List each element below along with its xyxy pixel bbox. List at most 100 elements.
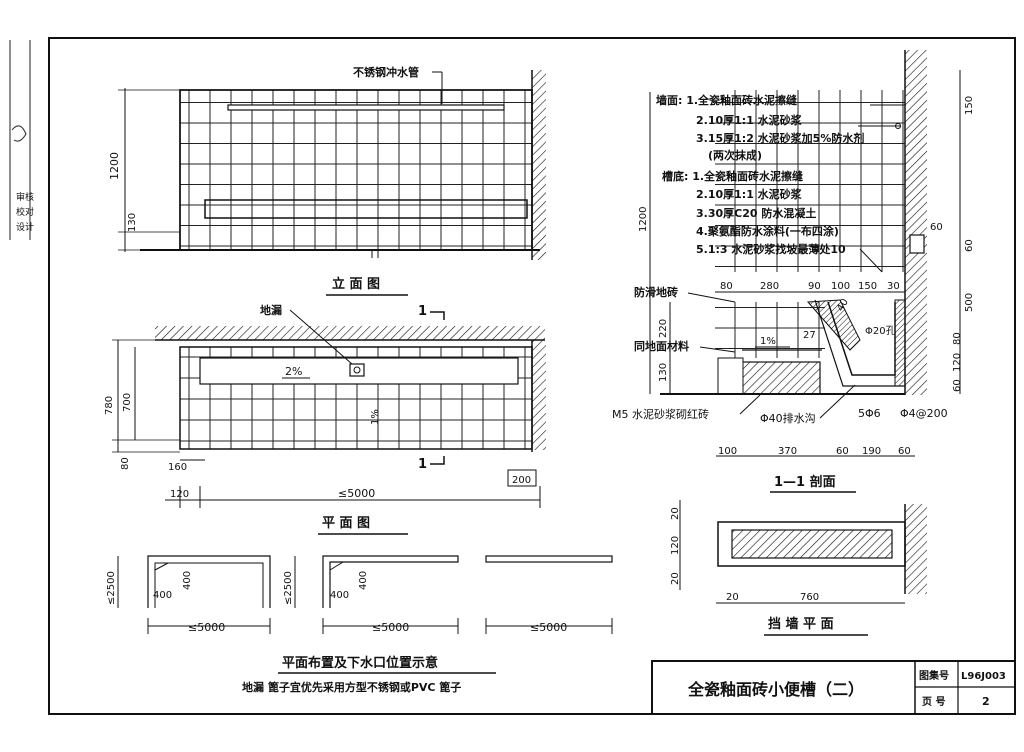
page-label: 页 号 xyxy=(922,696,945,708)
drain-label: 地漏 xyxy=(260,303,282,317)
signature-mark xyxy=(11,125,27,142)
layout-1-dim-400-v: 400 xyxy=(182,571,193,590)
section-dim-bottom-60b: 60 xyxy=(898,446,911,457)
sheet-frame xyxy=(48,37,1016,715)
section-slope: 1% xyxy=(760,336,776,347)
section-wall xyxy=(905,50,927,395)
layout-scheme-3 xyxy=(485,555,613,563)
side-label-review: 审核 xyxy=(16,191,34,203)
layout-note: 地漏 篦子宜优先采用方型不锈钢或PVC 篦子 xyxy=(242,680,461,694)
section-dim-bottom-370: 370 xyxy=(778,446,797,457)
wall-note-3: 3.15厚1:2 水泥砂浆加5%防水剂 xyxy=(696,131,864,145)
plan-dim-700: 700 xyxy=(122,393,133,412)
page-number: 2 xyxy=(982,695,990,708)
hole-label: Φ20孔 xyxy=(865,325,896,337)
rebar-b-label: Φ4@200 xyxy=(900,407,948,420)
elevation-dim-base: 130 xyxy=(127,213,138,232)
rebar-a-label: 5Φ6 xyxy=(858,407,881,420)
section-dim-27: 27 xyxy=(803,330,816,341)
trough-note-4: 4.聚氨酯防水涂料(一布四涂) xyxy=(696,224,839,238)
plan-dim-160: 160 xyxy=(168,462,187,473)
layout-2-dim-5000: ≤5000 xyxy=(372,621,409,634)
section-dim-bottom-60a: 60 xyxy=(836,446,849,457)
tile-label: 防滑地砖 xyxy=(634,285,678,299)
pipe-label: 不锈钢冲水管 xyxy=(353,65,419,79)
retaining-wall-body xyxy=(731,529,893,559)
rw-dim-left-20b: 20 xyxy=(670,572,681,585)
section-dim-right-60c: 60 xyxy=(952,379,963,392)
side-label-check: 校对 xyxy=(16,206,34,218)
section-tile-grid xyxy=(715,90,905,272)
retaining-wall-view: 20 120 20 20 760 挡 墙 平 面 xyxy=(670,500,927,636)
layout-1-dim-5000: ≤5000 xyxy=(188,621,225,634)
trough-note-1: 槽底: 1.全瓷釉面砖水泥擦缝 xyxy=(662,169,803,183)
rw-dim-left-20a: 20 xyxy=(670,507,681,520)
trough-note-3: 3.30厚C20 防水混凝土 xyxy=(696,206,816,220)
plan-dim-80: 80 xyxy=(120,457,131,470)
layout-schemes: ≤2500 400 400 ≤5000 ≤2500 400 400 ≤5000 … xyxy=(106,555,613,694)
drawing-title: 全瓷釉面砖小便槽（二） xyxy=(687,680,864,699)
plan-dim-780: 780 xyxy=(104,396,115,415)
cut-mark-top: 1 xyxy=(418,304,427,319)
section-dim-top-30: 30 xyxy=(887,281,900,292)
section-dim-right-60a: 60 xyxy=(930,222,943,233)
wall-note-4: (两次抹成) xyxy=(708,148,762,162)
section-view: 1% 墙面: 1.全瓷釉面砖水泥擦缝 2.10厚1:1 水泥砂浆 3.15厚1:… xyxy=(612,50,975,493)
section-dim-right-80: 80 xyxy=(952,332,963,345)
section-dim-right-60b: 60 xyxy=(964,239,975,252)
section-dim-left-130: 130 xyxy=(658,363,669,382)
plan-slope-main: 2% xyxy=(285,365,302,378)
wall-note-2: 2.10厚1:1 水泥砂浆 xyxy=(696,113,803,127)
layout-1-dim-2500: ≤2500 xyxy=(106,571,117,605)
plan-slope-side: 1% xyxy=(370,409,381,425)
elevation-title: 立 面 图 xyxy=(332,276,380,292)
section-dim-right-120: 120 xyxy=(952,353,963,372)
section-dim-left-220: 220 xyxy=(658,319,669,338)
flush-pipe xyxy=(227,104,505,111)
elevation-dim-height: 1200 xyxy=(108,152,121,180)
plan-wall-right xyxy=(532,340,546,450)
elevation-wall xyxy=(532,70,546,260)
elevation-tile-wall xyxy=(179,89,533,251)
trough-note-5: 5.1:3 水泥砂浆找坡最薄处10 xyxy=(696,242,846,256)
section-dim-top-80: 80 xyxy=(720,281,733,292)
trough-note-2: 2.10厚1:1 水泥砂浆 xyxy=(696,187,803,201)
title-block: 全瓷釉面砖小便槽（二） 图集号 L96J003 页 号 2 xyxy=(651,660,1016,715)
rw-dim-760: 760 xyxy=(800,592,819,603)
layout-scheme-1 xyxy=(147,555,271,608)
rw-dim-left-120: 120 xyxy=(670,536,681,555)
layout-2-dim-400-h: 400 xyxy=(330,590,349,601)
layout-title: 平面布置及下水口位置示意 xyxy=(282,655,438,671)
layout-3-dim-5000: ≤5000 xyxy=(530,621,567,634)
plan-wall-top xyxy=(155,326,545,340)
layout-2-dim-400-v: 400 xyxy=(358,571,369,590)
retaining-wall-title: 挡 墙 平 面 xyxy=(768,616,834,632)
plan-view: 地漏 2% 1% 1 1 780 700 80 160 120 ≤5000 20… xyxy=(104,303,546,535)
atlas-label: 图集号 xyxy=(919,669,949,682)
section-dim-top-280: 280 xyxy=(760,281,779,292)
brick-curb xyxy=(739,361,821,395)
section-dim-bottom-100: 100 xyxy=(718,446,737,457)
trough-ledge xyxy=(204,199,528,219)
floor-label: 同地面材料 xyxy=(634,339,689,353)
section-dim-right-150: 150 xyxy=(964,96,975,115)
cut-mark-bottom: 1 xyxy=(418,457,427,472)
layout-2-dim-2500: ≤2500 xyxy=(283,571,294,605)
brick-label: M5 水泥砂浆砌红砖 xyxy=(612,407,709,421)
layout-1-dim-400-h: 400 xyxy=(153,590,172,601)
section-dim-bottom-190: 190 xyxy=(862,446,881,457)
elevation-view: 不锈钢冲水管 1200 130 立 面 图 xyxy=(108,65,546,296)
section-dim-top-100: 100 xyxy=(831,281,850,292)
side-label-design: 设计 xyxy=(16,221,34,233)
section-dim-top-150: 150 xyxy=(858,281,877,292)
wall-note-1: 墙面: 1.全瓷釉面砖水泥擦缝 xyxy=(656,93,797,107)
plan-title: 平 面 图 xyxy=(322,516,370,531)
section-dim-left-1200: 1200 xyxy=(638,207,649,232)
atlas-number: L96J003 xyxy=(961,671,1006,682)
section-dim-right-500: 500 xyxy=(964,293,975,312)
plan-dim-200: 200 xyxy=(512,475,531,486)
drain-ditch-label: Φ40排水沟 xyxy=(760,411,816,425)
section-dim-top-90: 90 xyxy=(808,281,821,292)
rw-dim-20: 20 xyxy=(726,592,739,603)
